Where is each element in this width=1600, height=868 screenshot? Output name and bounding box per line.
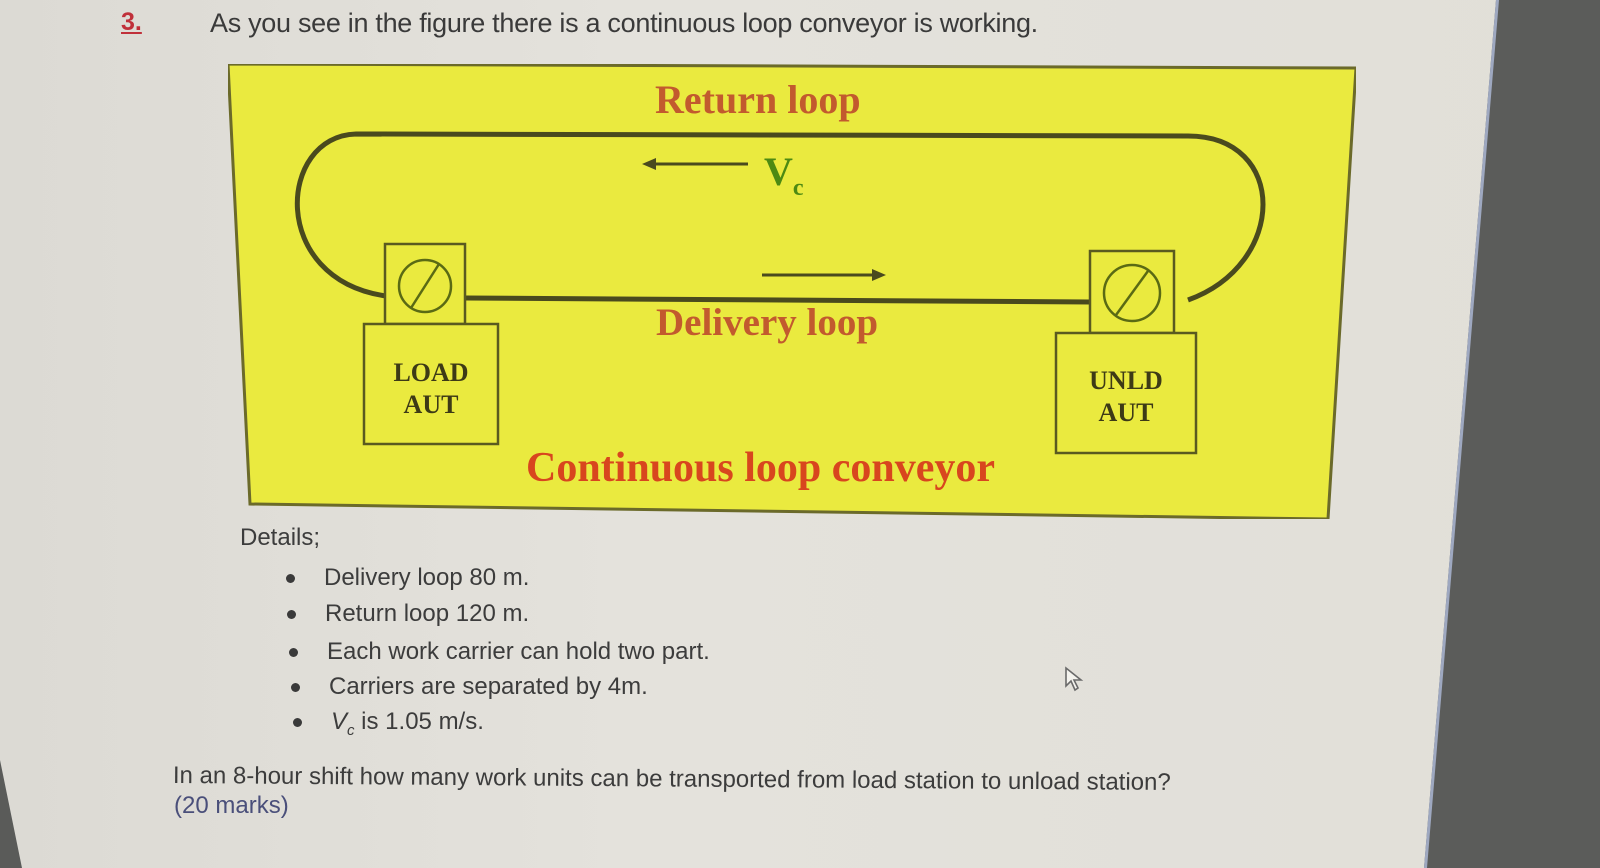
unload-station-label: UNLD AUT [1056, 365, 1196, 429]
detail-item: Carriers are separated by 4m. [291, 673, 648, 701]
bullet-icon [293, 718, 302, 727]
unload-station-prohibit-icon [1102, 263, 1162, 323]
velocity-letter: V [331, 708, 348, 735]
delivery-loop-line [465, 295, 1091, 305]
bullet-icon [291, 683, 300, 692]
return-loop-label: Return loop [655, 77, 861, 122]
question-number: 3. [121, 8, 142, 36]
load-station-line1: LOAD [393, 358, 469, 387]
detail-item: Each work carrier can hold two part. [289, 638, 710, 666]
velocity-symbol: Vc [331, 708, 355, 739]
velocity-subscript: c [792, 175, 804, 201]
detail-text: is 1.05 m/s. [354, 708, 484, 735]
load-station-line2: AUT [403, 390, 459, 419]
conveyor-diagram-graphics [228, 64, 1356, 519]
return-loop-line [294, 131, 1266, 303]
load-station-box [362, 322, 500, 446]
mouse-cursor-icon [1065, 666, 1084, 692]
detail-item: Vc is 1.05 m/s. [293, 708, 484, 739]
unload-station-line1: UNLD [1089, 366, 1163, 395]
unload-station-box [1054, 331, 1198, 455]
bullet-icon [287, 610, 296, 619]
velocity-subscript: c [347, 721, 355, 739]
detail-text: Each work carrier can hold two part. [327, 638, 710, 665]
arrow-left-icon [642, 158, 656, 170]
conveyor-diagram: Return loop Vc Delivery loop Continuous … [228, 64, 1356, 519]
load-station-prohibit-icon [397, 258, 453, 314]
detail-text: Carriers are separated by 4m. [329, 673, 648, 700]
bullet-icon [289, 648, 298, 657]
load-station-label: LOAD AUT [364, 357, 498, 421]
delivery-loop-label: Delivery loop [656, 301, 879, 344]
diagram-caption: Continuous loop conveyor [526, 445, 996, 491]
question-intro: As you see in the figure there is a cont… [210, 8, 1038, 38]
detail-text: Return loop 120 m. [325, 600, 530, 627]
unload-station-line2: AUT [1098, 398, 1154, 427]
detail-text: Delivery loop 80 m. [324, 564, 530, 591]
velocity-label: Vc [764, 148, 804, 202]
question-marks: (20 marks) [174, 792, 289, 819]
detail-item: Delivery loop 80 m. [286, 564, 530, 592]
detail-item: Return loop 120 m. [287, 600, 530, 628]
bullet-icon [286, 574, 295, 583]
arrow-right-icon [872, 269, 886, 281]
velocity-symbol: V [764, 149, 793, 194]
details-title: Details; [240, 524, 321, 551]
